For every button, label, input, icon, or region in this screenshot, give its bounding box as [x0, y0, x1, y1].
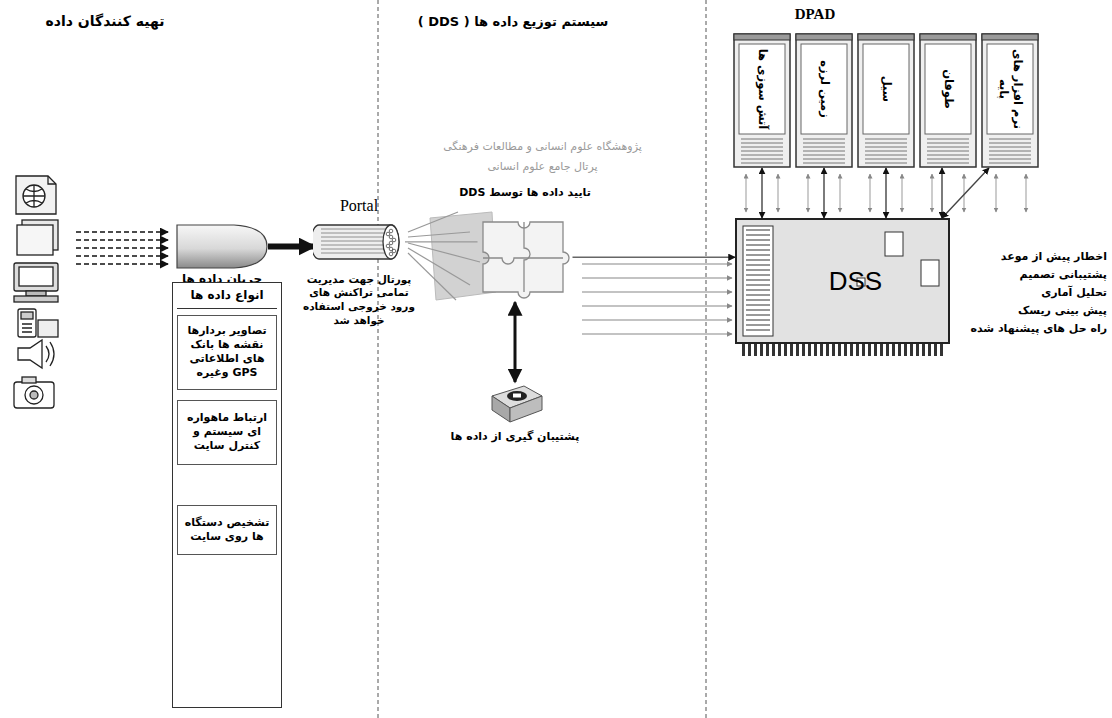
data-types-panel: انواع داده ها تصاویر بردارها نقشه ها بانک… — [172, 282, 282, 708]
node-text: نرم افزار های پایه — [996, 47, 1024, 131]
output-item: پشتیبانی تصمیم — [952, 268, 1107, 282]
portal-shape — [313, 217, 405, 267]
node-text: آتش سوزی ها — [755, 47, 769, 131]
data-type-box: ارتباط ماهواره ای سیستم و کنترل سایت — [177, 400, 277, 465]
section-heading: DPAD — [770, 5, 860, 25]
validation: تایید داده ها توسط DDS — [445, 186, 605, 302]
output-item: اخطار پیش از موعد — [952, 250, 1107, 264]
provider-icons — [14, 176, 58, 408]
connector — [761, 168, 762, 218]
node-text: تشخیص دستگاه ها روی سایت — [181, 516, 273, 545]
data-flow-shape — [176, 224, 268, 269]
node-text: طوفان — [941, 47, 955, 131]
connector — [268, 244, 313, 250]
node-text: Portal — [300, 196, 418, 217]
server-cabinet: طوفان — [919, 33, 977, 168]
backup: پشتیبان گیری از داده ها — [440, 382, 590, 444]
divider-line — [706, 0, 707, 718]
server-cabinet: آتش سوزی ها — [733, 33, 791, 168]
node-body: پورتال جهت مدیریت تمامی تراکنش های ورود … — [300, 273, 418, 328]
title: تهیه کنندگان داده — [30, 12, 180, 30]
connector — [823, 168, 824, 218]
server-cabinet-shape — [981, 33, 1039, 168]
server-cabinet: نرم افزار های پایه — [981, 33, 1039, 168]
output-item: راه حل های پیشنهاد شده — [952, 322, 1107, 336]
connector — [941, 168, 942, 218]
watermark: پرتال جامع علوم انسانی — [385, 160, 700, 174]
node-text: زمین لرزه — [817, 47, 831, 131]
connector — [885, 168, 886, 218]
divider-line — [378, 0, 379, 718]
connector — [942, 168, 989, 218]
node-text: ارتباط ماهواره ای سیستم و کنترل سایت — [181, 411, 273, 454]
backup-shape — [484, 382, 546, 424]
flow-arrows — [582, 264, 732, 334]
fan-lines — [408, 212, 480, 300]
dss-board: DSS — [735, 218, 950, 358]
connector — [573, 257, 736, 259]
output-item: تحلیل آماری — [952, 286, 1107, 300]
node-text: تصاویر بردارها نقشه ها بانک های اطلاعاتی… — [181, 324, 273, 381]
section-heading: سیستم توزیع داده ها ( DDS ) — [388, 14, 638, 31]
node-text: سیل — [879, 47, 893, 131]
data-flow: جریان داده ها — [172, 224, 272, 288]
connector — [405, 241, 478, 242]
connector — [514, 302, 517, 382]
data-type-box: تصاویر بردارها نقشه ها بانک های اطلاعاتی… — [177, 315, 277, 390]
node-text: پشتیبان گیری از داده ها — [440, 430, 590, 444]
output-item: پیش بینی ریسک — [952, 304, 1107, 318]
node-text: تایید داده ها توسط DDS — [445, 186, 605, 200]
node-text: DSS — [829, 265, 882, 299]
server-cabinet: سیل — [857, 33, 915, 168]
server-cabinet: زمین لرزه — [795, 33, 853, 168]
watermark: پژوهشگاه علوم انسانی و مطالعات فرهنگی — [385, 140, 700, 154]
node-text: انواع داده ها — [177, 288, 277, 309]
portal: Portal پورتال جهت مدیریت تمامی تراکنش های… — [300, 196, 418, 327]
validation-shape — [478, 212, 573, 302]
data-type-box: تشخیص دستگاه ها روی سایت — [177, 505, 277, 556]
data-stream-arrows — [76, 232, 168, 264]
